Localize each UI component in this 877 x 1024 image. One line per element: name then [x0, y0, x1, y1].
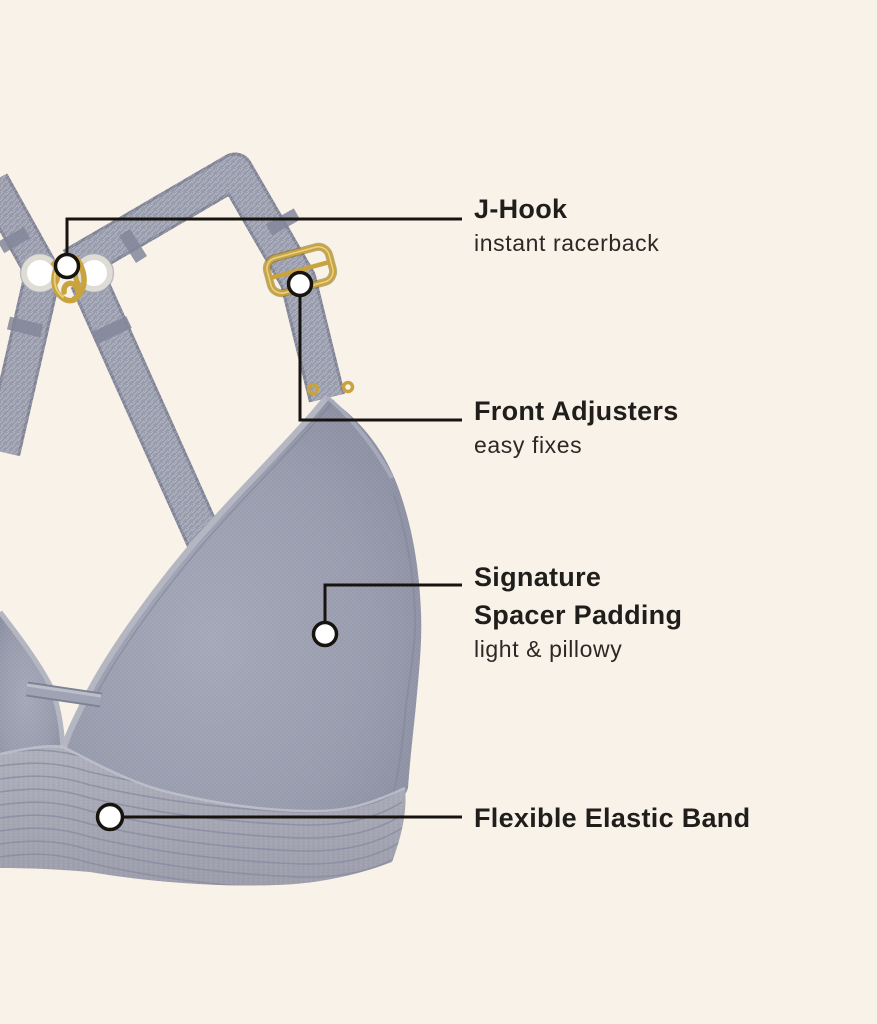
- elastic-band-label: Flexible Elastic Band: [474, 799, 750, 837]
- spacer-padding-title-line2: Spacer Padding: [474, 600, 683, 630]
- strap-to-cup: [70, 272, 225, 553]
- front-adjusters-callout-line: [298, 296, 462, 422]
- center-bridge-strap: [25, 681, 103, 708]
- front-adjusters-title: Front Adjusters: [474, 396, 679, 426]
- j-hook-title: J-Hook: [474, 194, 568, 224]
- spacer-padding-title-line1: Signature: [474, 562, 602, 592]
- j-hook-marker: [53, 252, 81, 280]
- front-adjusters-subtitle: easy fixes: [474, 432, 583, 458]
- strap-lower-left: [0, 281, 59, 457]
- strap-upper-left: [0, 173, 56, 277]
- spacer-padding-label: Signature Spacer Padding light & pillowy: [474, 558, 682, 665]
- strap-keepers: [0, 208, 301, 344]
- callout-markers: [53, 252, 339, 832]
- spacer-padding-marker: [311, 620, 339, 648]
- elastic-band-marker: [95, 802, 125, 832]
- j-hook-label: J-Hook instant racerback: [474, 190, 659, 259]
- spacer-padding-callout-line: [323, 583, 462, 622]
- front-adjusters-label: Front Adjusters easy fixes: [474, 392, 679, 461]
- front-adjusters-marker: [286, 270, 314, 298]
- cup-apex-gold-rings: [306, 380, 355, 396]
- spacer-padding-subtitle: light & pillowy: [474, 636, 623, 662]
- j-hook-subtitle: instant racerback: [474, 230, 660, 256]
- j-hook-callout-line: [65, 217, 462, 254]
- elastic-band-title: Flexible Elastic Band: [474, 803, 751, 833]
- right-cup: [60, 395, 422, 818]
- callout-lines: [65, 217, 462, 819]
